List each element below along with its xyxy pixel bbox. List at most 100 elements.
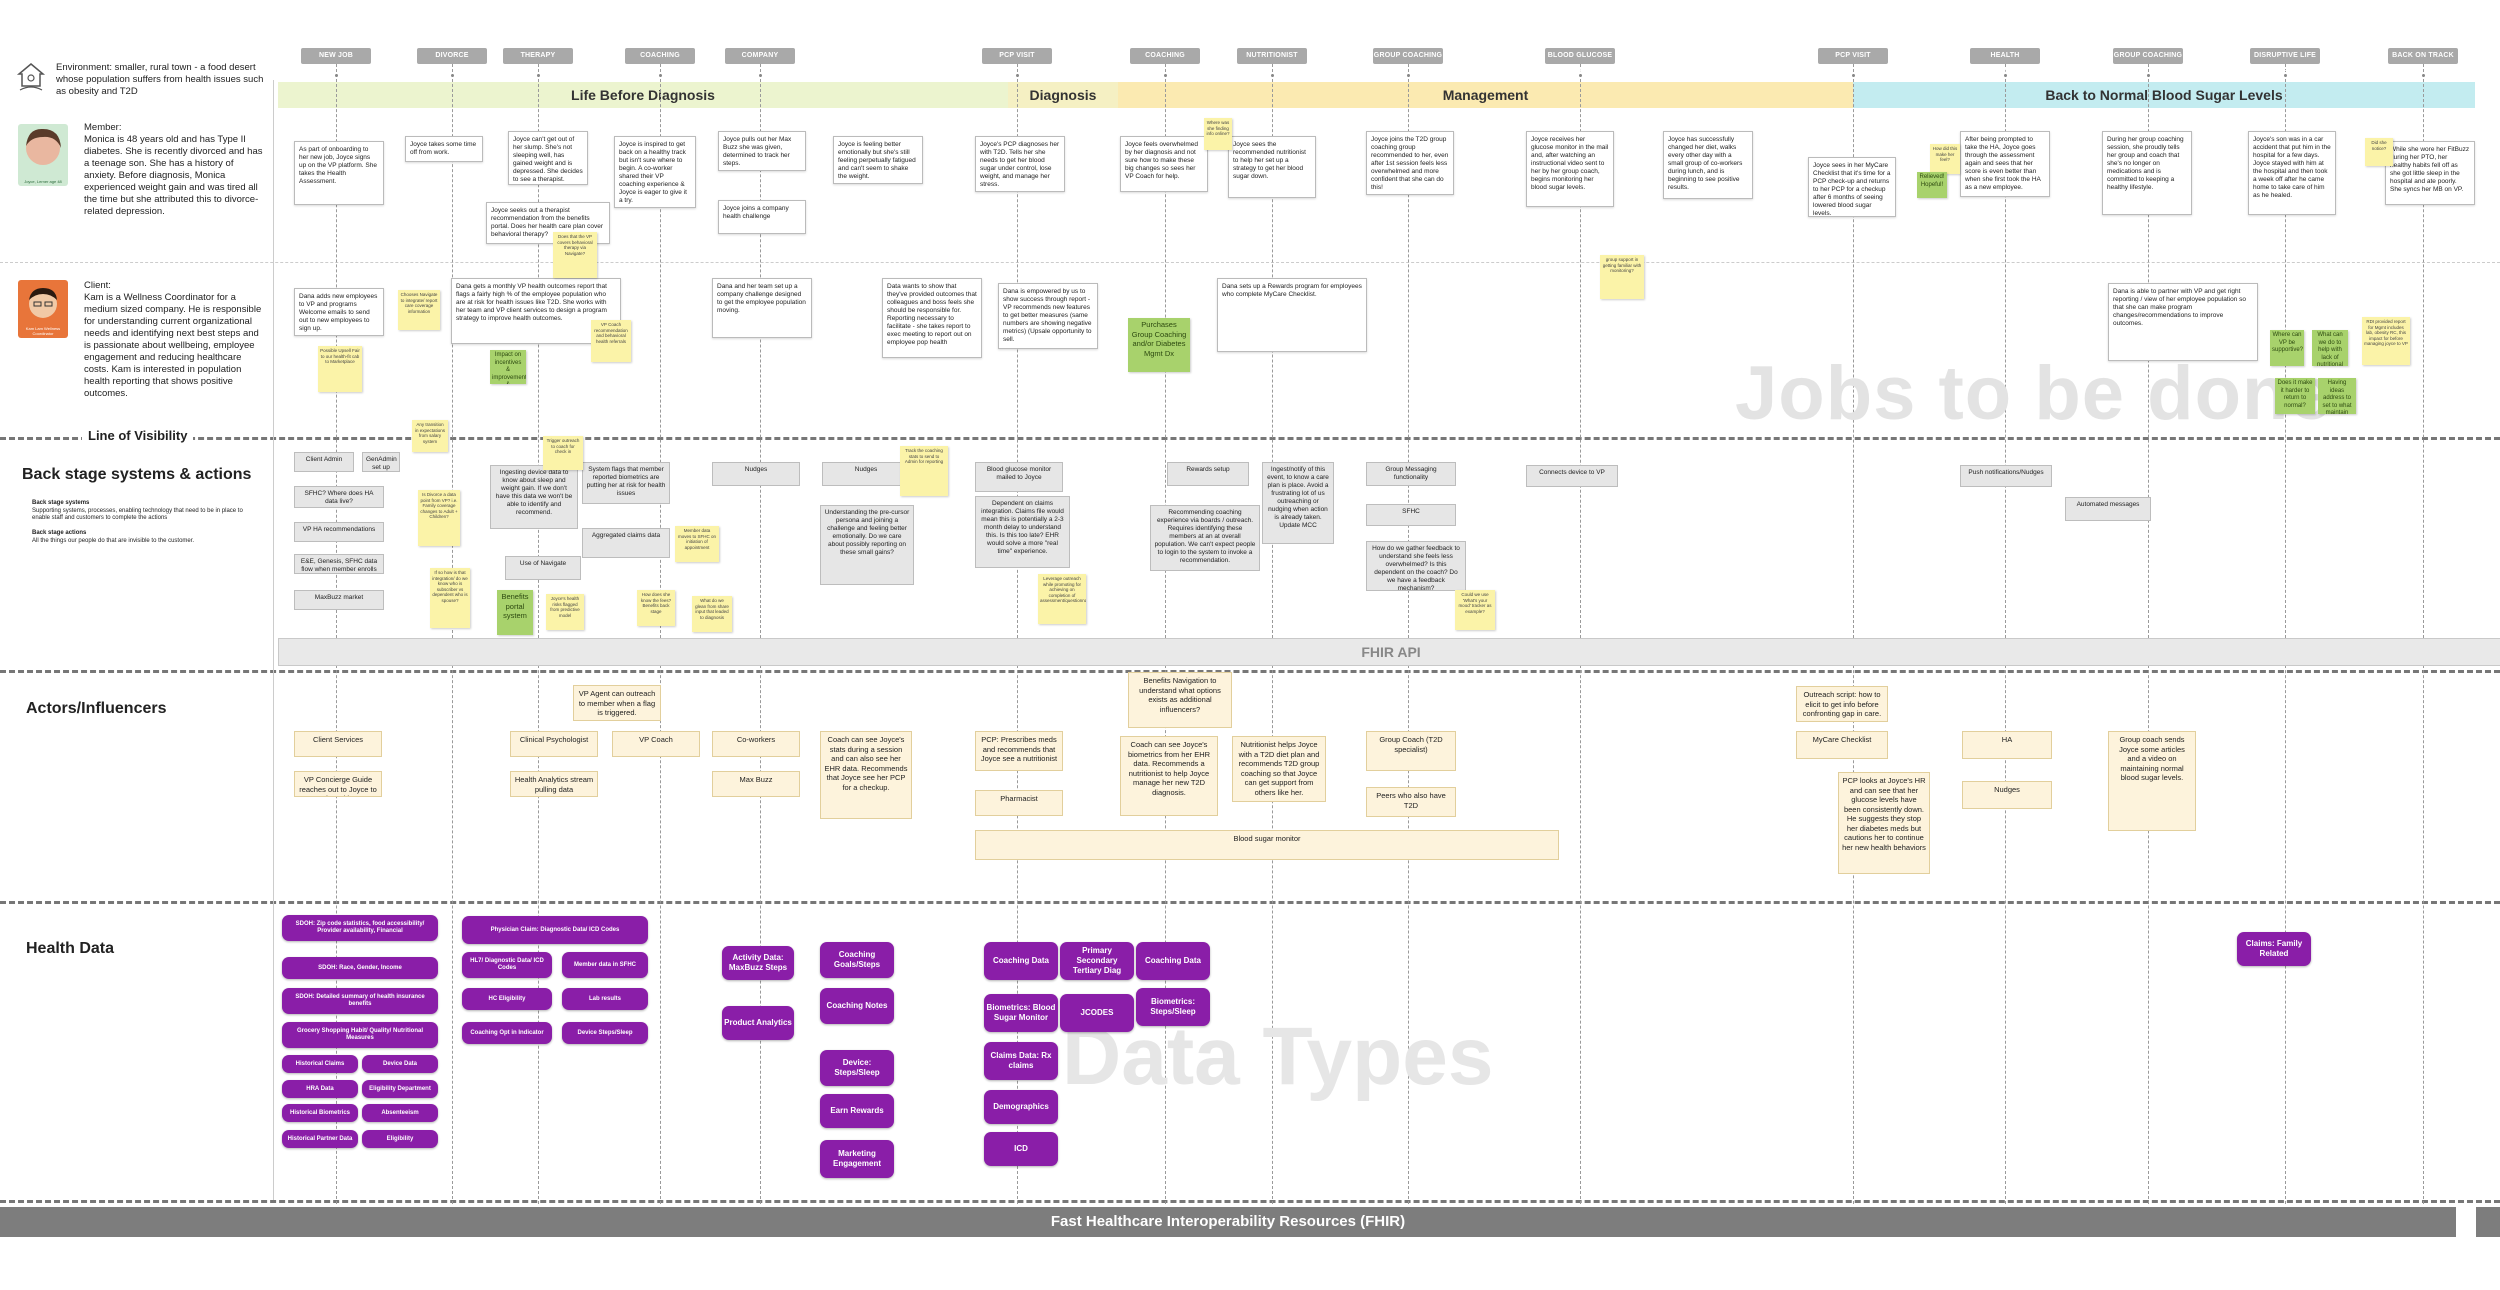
backstage-box: Rewards setup	[1167, 462, 1249, 486]
member-journey-note: Joyce is inspired to get back on a healt…	[614, 136, 696, 208]
stage-label-nutritionist: NUTRITIONIST	[1237, 48, 1307, 64]
footer-divider	[0, 1200, 2500, 1203]
health-data-pill: JCODES	[1060, 994, 1134, 1032]
member-client-divider	[0, 262, 2500, 263]
health-data-title: Health Data	[26, 940, 115, 957]
stage-line	[2148, 64, 2149, 1204]
actor-box: Client Services	[294, 731, 382, 757]
health-data-pill: Biometrics: Blood Sugar Monitor	[984, 994, 1058, 1032]
actor-box: Clinical Psychologist	[510, 731, 598, 757]
member-avatar: Joyce, Lerner age 48	[18, 124, 68, 186]
stage-label-new-job: NEW JOB	[301, 48, 371, 64]
stage-dot	[1016, 74, 1019, 77]
health-data-pill: Product Analytics	[722, 1006, 794, 1040]
green-sticky-note: Does it make it harder to return to norm…	[2275, 378, 2315, 414]
stage-line	[1580, 64, 1581, 1204]
health-data-pill: Historical Partner Data	[282, 1130, 358, 1148]
green-sticky-note: What can we do to help with lack of nutr…	[2312, 330, 2348, 366]
member-journey-note: Joyce takes some time off from work.	[405, 136, 483, 162]
client-avatar: Kam Lam Wellness Coordinator	[18, 280, 68, 338]
member-journey-note: Joyce can't get out of her slump. She's …	[508, 131, 588, 185]
health-data-pill: Absenteeism	[362, 1104, 438, 1122]
client-text: Kam is a Wellness Coordinator for a medi…	[84, 292, 262, 399]
actor-box: Nutritionist helps Joyce with a T2D diet…	[1232, 736, 1326, 802]
backstage-systems-text: Supporting systems, processes, enabling …	[32, 507, 243, 522]
stage-line	[1272, 64, 1273, 1204]
actor-box: VP Agent can outreach to member when a f…	[573, 685, 661, 721]
backstage-box: SFHC? Where does HA data live?	[294, 486, 384, 508]
client-journey-note: Dana gets a monthly VP health outcomes r…	[451, 278, 621, 344]
member-journey-note: Joyce joins a company health challenge	[718, 200, 806, 234]
stage-label-therapy: THERAPY	[503, 48, 573, 64]
member-title: Member	[84, 122, 119, 133]
yellow-sticky-note: Could we use 'What's your mood' tracker …	[1455, 590, 1495, 630]
member-journey-note: After being prompted to take the HA, Joy…	[1960, 131, 2050, 197]
client-journey-note: Data wants to show that they've provided…	[882, 278, 982, 358]
yellow-sticky-note: Track the coaching stats to send to Admi…	[900, 446, 948, 496]
health-data-pill: Demographics	[984, 1090, 1058, 1124]
member-journey-note: Joyce feels overwhelmed by her diagnosis…	[1120, 136, 1208, 192]
stage-line	[2423, 64, 2424, 1204]
stage-dot	[1164, 74, 1167, 77]
backstage-box: Use of Navigate	[505, 556, 581, 580]
health-data-pill: Claims: Family Related	[2237, 932, 2311, 966]
health-data-pill: Device Data	[362, 1055, 438, 1073]
yellow-sticky-note: Possible Upsell Fair to our health-fit c…	[318, 346, 362, 392]
health-data-pill: Biometrics: Steps/Sleep	[1136, 988, 1210, 1026]
client-title: Client	[84, 280, 109, 291]
stage-dot	[659, 74, 662, 77]
stage-line	[452, 64, 453, 1204]
backstage-box: Nudges	[712, 462, 800, 486]
phase-band: Management	[1118, 82, 1853, 108]
health-data-pill: Coaching Opt in Indicator	[462, 1022, 552, 1044]
member-journey-note: While she wore her FitBuzz during her PT…	[2385, 141, 2475, 205]
stage-dot	[1407, 74, 1410, 77]
yellow-sticky-note: How does she know the fees? Benefits bac…	[637, 590, 675, 626]
stage-label-group-coaching-1: GROUP COACHING	[1373, 48, 1443, 64]
jobs-watermark: Jobs to be done	[1735, 351, 2333, 436]
backstage-box: Push notifications/Nudges	[1960, 465, 2052, 487]
backstage-box: Recommending coaching experience via boa…	[1150, 505, 1260, 571]
stage-dot	[759, 74, 762, 77]
stage-dot	[2004, 74, 2007, 77]
health-data-pill: Lab results	[562, 988, 648, 1010]
yellow-sticky-note: group support in getting familiar with m…	[1600, 255, 1644, 299]
actor-box: MyCare Checklist	[1796, 731, 1888, 759]
client-journey-note: Dana sets up a Rewards program for emplo…	[1217, 278, 1367, 352]
health-data-pill: SDOH: Detailed summary of health insuran…	[282, 988, 438, 1014]
health-data-pill: Earn Rewards	[820, 1094, 894, 1128]
stage-label-coaching-1: COACHING	[625, 48, 695, 64]
actor-box: Blood sugar monitor	[975, 830, 1559, 860]
member-journey-note: Joyce sees the recommended nutritionist …	[1228, 136, 1316, 198]
phase-band: Diagnosis	[1008, 82, 1118, 108]
health-data-pill: Grocery Shopping Habit/ Quality/ Nutriti…	[282, 1022, 438, 1048]
member-journey-note: As part of onboarding to her new job, Jo…	[294, 141, 384, 205]
actor-box: Benefits Navigation to understand what o…	[1128, 672, 1232, 728]
yellow-sticky-note: Member data moves to SFHC on initiation …	[675, 526, 719, 562]
health-data-pill: Coaching Goals/Steps	[820, 942, 894, 978]
client-badge: Kam Lam Wellness Coordinator	[25, 326, 61, 336]
backstage-box: Ingest/notify of this event, to know a c…	[1262, 462, 1334, 544]
environment-text: Environment: smaller, rural town - a foo…	[56, 62, 264, 97]
backstage-box: How do we gather feedback to understand …	[1366, 541, 1466, 591]
member-journey-note: Joyce's son was in a car accident that p…	[2248, 131, 2336, 215]
stage-dot	[537, 74, 540, 77]
yellow-sticky-note: Where was she finding info online?	[1204, 118, 1232, 150]
backstage-box: Blood glucose monitor mailed to Joyce	[975, 462, 1063, 492]
client-description: Client: Kam is a Wellness Coordinator fo…	[84, 280, 262, 399]
actor-box: VP Concierge Guide reaches out to Joyce …	[294, 771, 382, 797]
yellow-sticky-note: Is Divorce a data point from VP? i.e. Fa…	[418, 490, 460, 546]
actor-box: PCP: Prescribes meds and recommends that…	[975, 731, 1063, 771]
yellow-sticky-note: Did she notice?	[2365, 138, 2393, 166]
phase-band: Life Before Diagnosis	[278, 82, 1008, 108]
green-sticky-note: Having ideas address to set to what main…	[2318, 378, 2356, 414]
line-of-visibility-divider	[0, 437, 2500, 440]
health-data-pill: Device Steps/Sleep	[562, 1022, 648, 1044]
actor-box: PCP looks at Joyce's HR and can see that…	[1838, 772, 1930, 874]
line-of-visibility-label: Line of Visibility	[82, 428, 194, 443]
actor-box: Nudges	[1962, 781, 2052, 809]
member-journey-note: Joyce receives her glucose monitor in th…	[1526, 131, 1614, 207]
health-data-pill: Eligibility	[362, 1130, 438, 1148]
member-journey-note: Joyce joins the T2D group coaching group…	[1366, 131, 1454, 195]
backstage-systems-title: Back stage systems	[32, 500, 90, 506]
